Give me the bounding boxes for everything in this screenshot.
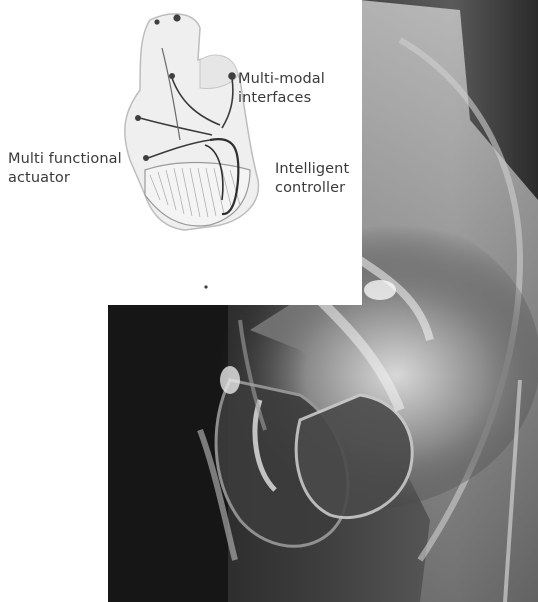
label-multi-functional-actuator: Multi functional actuator	[8, 150, 122, 188]
label-multimodal-interfaces: Multi-modal interfaces	[238, 70, 325, 108]
label-multimodal-line2: interfaces	[238, 89, 325, 108]
label-controller-line1: Intelligent	[275, 160, 349, 179]
label-intelligent-controller: Intelligent controller	[275, 160, 349, 198]
label-controller-line2: controller	[275, 179, 349, 198]
label-actuator-line2: actuator	[8, 169, 122, 188]
label-multimodal-line1: Multi-modal	[238, 70, 325, 89]
label-actuator-line1: Multi functional	[8, 150, 122, 169]
heart-schematic-inset: Multi-modal interfaces Multi functional …	[0, 0, 362, 305]
